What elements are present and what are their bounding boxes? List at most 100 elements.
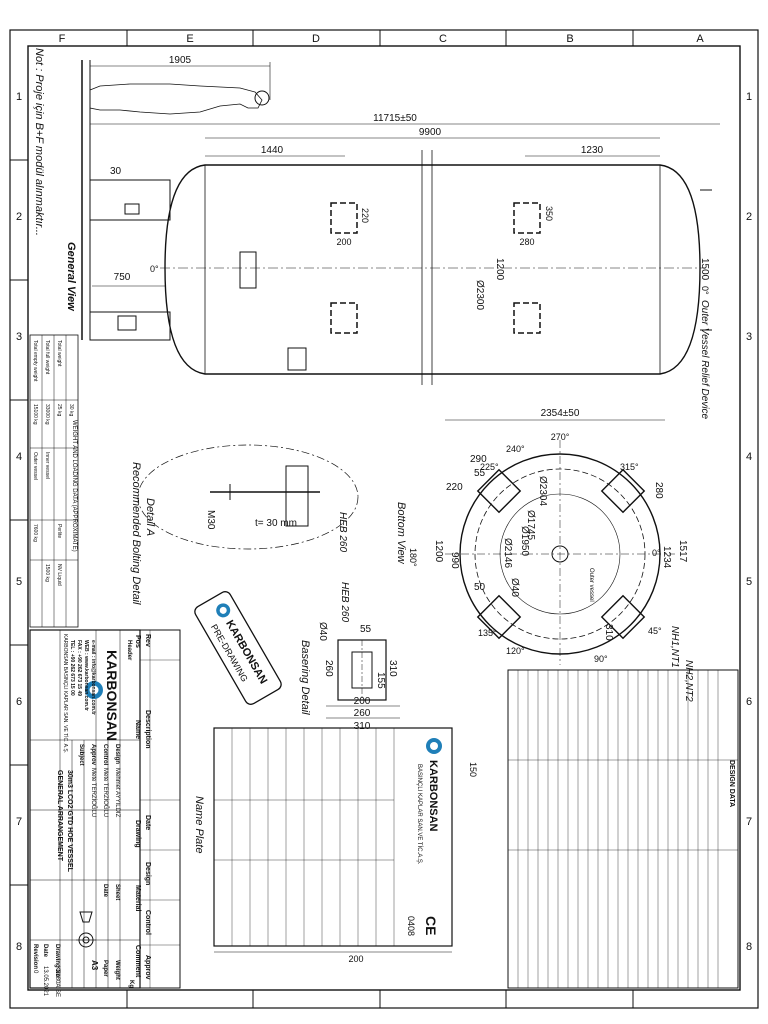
- bottom-view-label: Bottom View: [395, 502, 407, 565]
- basering-d55: 55: [360, 624, 372, 635]
- col-label: D: [312, 33, 320, 45]
- rev-header: Approv: [144, 955, 151, 980]
- dim-d1745: Ø1745: [525, 510, 536, 540]
- dim-d310: 310: [603, 624, 614, 641]
- approv-name: Mete TERZİOĞLU: [90, 768, 97, 817]
- nozzle-right-bottom: [513, 302, 541, 334]
- rev-header: Description: [144, 710, 151, 749]
- leg-pad: [476, 594, 522, 640]
- dim-d55: 55: [474, 468, 486, 479]
- design-data-table: DESIGN DATA: [507, 669, 739, 989]
- dim-manway-height: 750: [114, 272, 131, 283]
- row-label: 3: [746, 331, 752, 343]
- design-label: Design: [114, 744, 120, 764]
- angle-label: 120°: [506, 646, 525, 656]
- rev-header: Date: [144, 815, 151, 830]
- dim-nozzle-right-w: 280: [519, 237, 534, 247]
- weight-row-value: 33000 kg: [44, 404, 50, 425]
- weight-row-v2: Perlite: [56, 524, 62, 538]
- weight-row-label: Total weight: [56, 340, 62, 367]
- revision-value: 0: [32, 970, 38, 974]
- subject-text-2: GENERAL ARRANGEMENT: [56, 770, 63, 862]
- subject-text: 30m3 LCO2 GTD HOE VESSEL: [66, 770, 73, 873]
- zero-left: 0°: [150, 264, 159, 274]
- dim-d50: 50: [474, 582, 486, 593]
- row-label: 7: [16, 816, 22, 828]
- dim-bottom-width: 2354±50: [541, 408, 580, 419]
- weight-row-label: Total full weight: [44, 340, 50, 375]
- approv-label: Approv: [90, 744, 96, 766]
- col-label: B: [566, 33, 573, 45]
- dim-d990: 990: [449, 552, 460, 569]
- weight-row-v2: Outer vessel: [32, 452, 38, 480]
- company-name: KARBONSAN: [104, 650, 120, 741]
- angle-label: 225°: [480, 462, 499, 472]
- angle-label: 90°: [594, 654, 608, 664]
- general-view-label: General View: [65, 242, 77, 312]
- leg-pad: [476, 468, 522, 514]
- nameplate-bracket: [239, 251, 257, 289]
- detail-a-title: Detail A: [144, 498, 156, 536]
- row-label: 8: [746, 941, 752, 953]
- weight-row-value: 25 kg: [56, 404, 62, 416]
- dim-nozzle-left-w: 200: [336, 237, 351, 247]
- header-label: Header: [126, 640, 132, 661]
- row-label: 4: [16, 451, 22, 463]
- nozzle-left-top: [330, 202, 358, 234]
- sheet-border-inner: [27, 45, 741, 991]
- company-email: e-mail : info@karbonsan.com.tr: [90, 640, 96, 715]
- dim-nozzle-left-h: 220: [360, 208, 370, 223]
- angle-label: 0°: [652, 548, 661, 558]
- row-label: 8: [16, 941, 22, 953]
- angle-label: 45°: [648, 626, 662, 636]
- angle-label: 135°: [478, 628, 497, 638]
- weight-row-label: Total empty weight: [32, 340, 38, 382]
- dim-d1950: Ø1950: [519, 526, 530, 556]
- design-data-title: DESIGN DATA: [728, 760, 735, 807]
- detail-a-thickness: t= 30 mm: [255, 518, 297, 529]
- nozzle-label: NH2,NT2: [683, 660, 694, 702]
- basering-d40: Ø40: [317, 622, 328, 641]
- vessel-shell: [164, 164, 701, 375]
- row-label: 5: [746, 576, 752, 588]
- dim-nozzle-offset-left: 1440: [261, 145, 284, 156]
- name-plate: KARBONSAN BASINÇLI KAPLAR SAN.VE TİC.A.Ş…: [193, 727, 478, 964]
- company-address: KARBONSAN BASINÇLI KAPLAR SAN. VE TİC. A…: [62, 634, 69, 753]
- company-tel: TEL : +90 262 673 15 00: [69, 640, 75, 696]
- dim-inner-height: 1200: [494, 258, 505, 281]
- leg-pad: [600, 468, 646, 514]
- dim-relief-height: 1500: [699, 258, 710, 281]
- person-silhouette: [89, 83, 263, 115]
- weight-unit: Kg: [128, 980, 134, 988]
- weight-row-value: 30 kg: [68, 404, 74, 416]
- row-label: 5: [16, 576, 22, 588]
- row-label: 2: [746, 211, 752, 223]
- relief-label: Outer Vessel Relief Device: [699, 300, 710, 420]
- projection-symbol-icon: [76, 911, 96, 948]
- weight-row-v2: Inner vessel: [44, 452, 50, 479]
- dim-d280: 280: [653, 482, 664, 499]
- material-label: Material: [134, 885, 141, 912]
- dim-diameter: Ø2300: [474, 280, 485, 310]
- weight-label: Weight: [114, 960, 120, 980]
- company-web: WEB : www.karbonsan.com.tr: [83, 640, 89, 711]
- support-bottom: [89, 311, 171, 341]
- weight-row-v3: NV Liquid: [56, 564, 62, 586]
- dim-d40: Ø40: [509, 578, 520, 597]
- subject-label: Subject: [78, 744, 84, 766]
- drawing-no: K2180A.SE: [54, 966, 60, 997]
- dim-nozzle-offset-right: 1230: [581, 145, 604, 156]
- control-label: Control: [102, 744, 108, 766]
- support-top: [89, 179, 171, 221]
- nozzle-label: NH1,NT1: [669, 626, 680, 668]
- bottom-view: 2354±50 Ø2304 Ø1745 Ø1950 Ø2146 Ø40 290 …: [395, 408, 694, 702]
- leg-pad: [600, 594, 646, 640]
- note-text: Not : Proje için B+F modül alınmaktır...: [33, 48, 45, 236]
- basering-beam: HEB 260: [339, 582, 350, 622]
- pos-label: Pos: [134, 635, 141, 648]
- dim-overall-length: 11715±50: [373, 113, 417, 124]
- angle-label: 270°: [551, 432, 570, 442]
- weight-row-v4: 1500 kg: [44, 564, 50, 582]
- nameplate-height: 150: [468, 762, 478, 777]
